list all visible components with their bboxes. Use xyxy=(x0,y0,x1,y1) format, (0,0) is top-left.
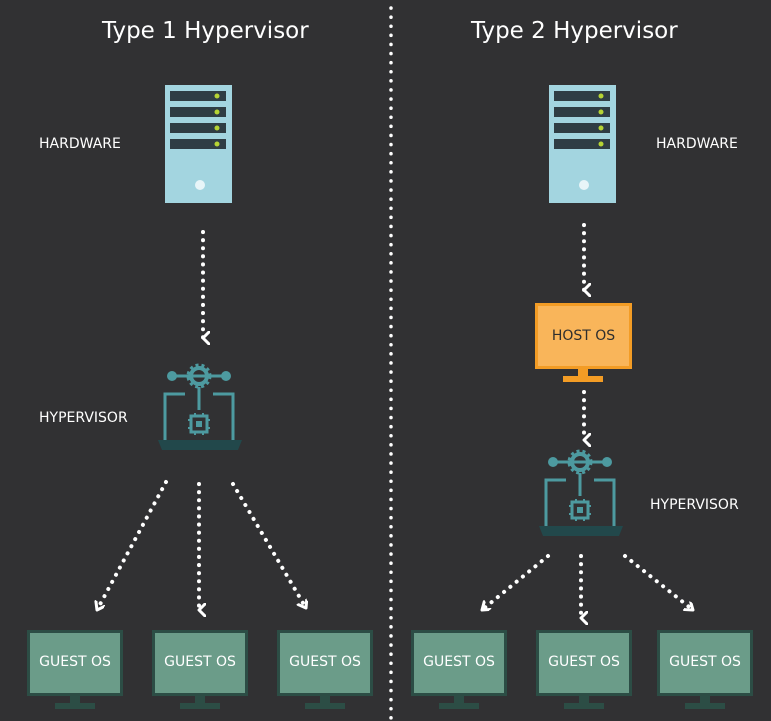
type1-server-icon xyxy=(165,85,232,203)
type2-title: Type 2 Hypervisor xyxy=(471,18,678,44)
host-os-label: HOST OS xyxy=(551,328,616,344)
type1-hardware-label: HARDWARE xyxy=(39,136,121,152)
type2-guest-monitor-2 xyxy=(536,630,632,709)
type1-guest-monitor-3 xyxy=(277,630,373,709)
type2-guest-label-3: GUEST OS xyxy=(669,654,741,670)
arrow-hypervisor-to-guest-2a xyxy=(480,554,550,612)
type1-guest-label-2: GUEST OS xyxy=(164,654,236,670)
arrow-hypervisor-to-guest-1c xyxy=(231,482,306,610)
host-os-monitor xyxy=(535,303,632,382)
type2-guest-label-2: GUEST OS xyxy=(548,654,620,670)
type2-hypervisor-icon xyxy=(539,449,623,536)
type1-hypervisor-icon xyxy=(158,363,242,450)
arrow-hypervisor-to-guest-2c xyxy=(623,554,695,612)
type2-guest-monitor-1 xyxy=(411,630,507,709)
type2-hardware-label: HARDWARE xyxy=(656,136,738,152)
type1-title: Type 1 Hypervisor xyxy=(102,18,309,44)
type2-guest-label-1: GUEST OS xyxy=(423,654,495,670)
type2-guest-monitor-3 xyxy=(657,630,753,709)
type1-hypervisor-label: HYPERVISOR xyxy=(39,410,128,426)
type2-hypervisor-label: HYPERVISOR xyxy=(650,497,739,513)
type1-guest-monitor-2 xyxy=(152,630,248,709)
type1-guest-label-1: GUEST OS xyxy=(39,654,111,670)
type1-guest-label-3: GUEST OS xyxy=(289,654,361,670)
type1-guest-monitor-1 xyxy=(27,630,123,709)
arrow-hypervisor-to-guest-1a xyxy=(97,480,168,612)
type2-server-icon xyxy=(549,85,616,203)
